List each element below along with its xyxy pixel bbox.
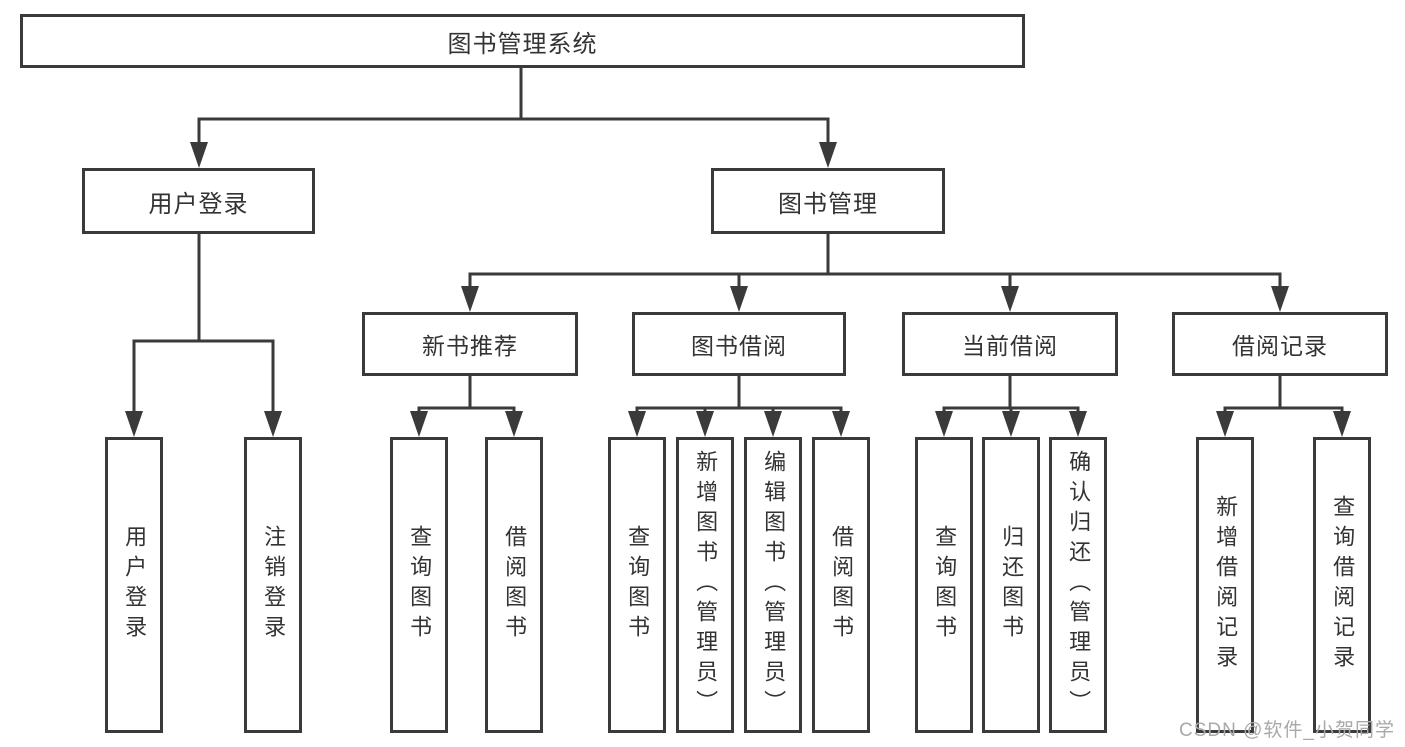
leaf-user-login: 用户登录 [105,437,163,733]
leaf-user-login-label: 用户登录 [122,525,148,645]
node-root: 图书管理系统 [20,14,1025,68]
node-new-book-recommend: 新书推荐 [362,312,578,376]
leaf-current-return-book-label: 归还图书 [999,525,1025,645]
leaf-borrow-add-book-admin: 新增图书（管理员） [676,437,734,733]
leaf-borrow-borrow-book-label: 借阅图书 [829,525,855,645]
node-book-borrow: 图书借阅 [632,312,846,376]
leaf-records-query-record-label: 查询借阅记录 [1330,495,1356,675]
leaf-borrow-edit-book-admin: 编辑图书（管理员） [744,437,802,733]
leaf-logout: 注销登录 [244,437,302,733]
leaf-recommend-borrow-book: 借阅图书 [485,437,543,733]
leaf-borrow-add-book-admin-label: 新增图书（管理员） [693,450,719,720]
leaf-borrow-edit-book-admin-label: 编辑图书（管理员） [761,450,787,720]
node-current-borrow: 当前借阅 [902,312,1118,376]
leaf-recommend-query-book-label: 查询图书 [407,525,433,645]
leaf-current-return-book: 归还图书 [982,437,1040,733]
leaf-records-add-record: 新增借阅记录 [1196,437,1254,733]
node-borrow-records: 借阅记录 [1172,312,1388,376]
leaf-current-query-book-label: 查询图书 [932,525,958,645]
leaf-records-add-record-label: 新增借阅记录 [1213,495,1239,675]
leaf-current-confirm-return-admin: 确认归还（管理员） [1049,437,1107,733]
leaf-records-query-record: 查询借阅记录 [1313,437,1371,733]
watermark: CSDN @软件_小贺同学 [1179,720,1395,741]
leaf-borrow-query-book-label: 查询图书 [625,525,651,645]
leaf-borrow-query-book: 查询图书 [608,437,666,733]
leaf-current-confirm-return-admin-label: 确认归还（管理员） [1066,450,1092,720]
leaf-current-query-book: 查询图书 [915,437,973,733]
leaf-recommend-borrow-book-label: 借阅图书 [502,525,528,645]
leaf-recommend-query-book: 查询图书 [390,437,448,733]
node-user-login: 用户登录 [82,168,315,234]
leaf-logout-label: 注销登录 [261,525,287,645]
leaf-borrow-borrow-book: 借阅图书 [812,437,870,733]
node-book-management: 图书管理 [711,168,945,234]
